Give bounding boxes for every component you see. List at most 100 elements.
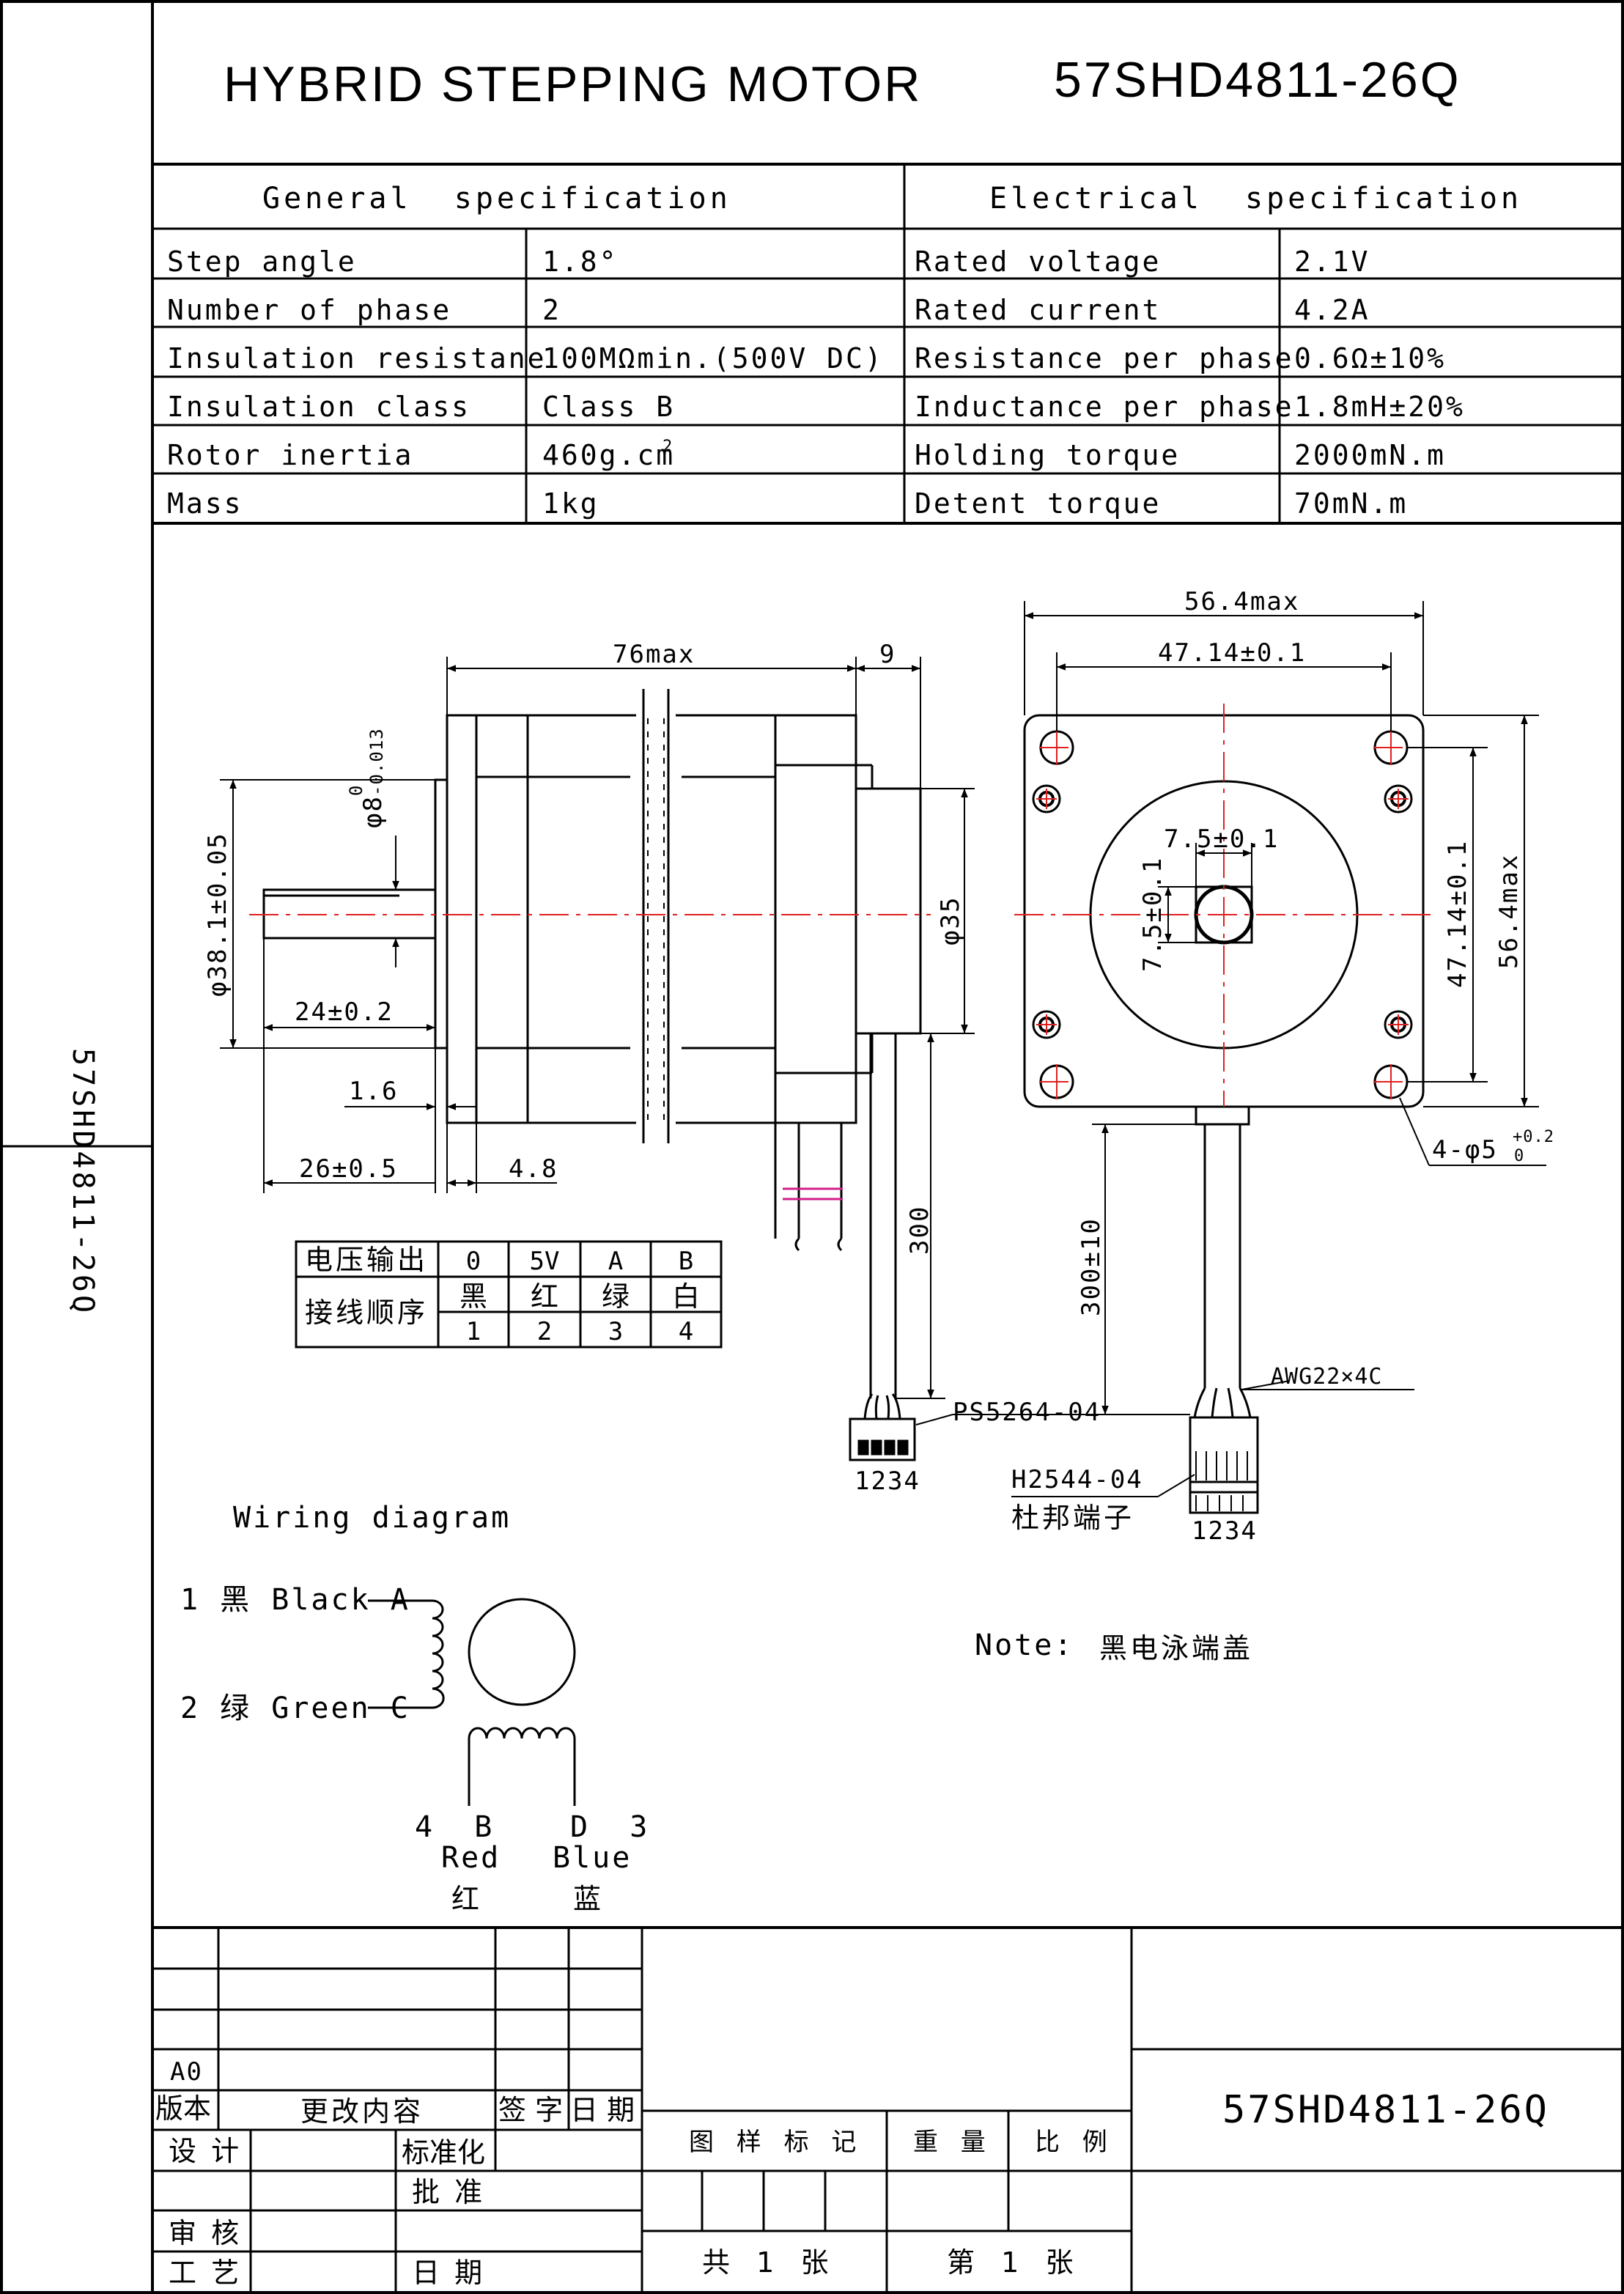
wiring-diagram: Wiring diagram 1 黑 Black A 2 绿 Green C 4… [180, 1501, 649, 1915]
dim-boss-dia: φ35 [936, 896, 965, 945]
rev-a0: A0 [170, 2057, 203, 2087]
wire-4-top: 4 B [415, 1810, 494, 1844]
tb-standardize: 标准化 [402, 2136, 485, 2169]
shaft-dia-lower: -0.013 [366, 728, 387, 796]
dim-outer-height: 56.4max [1494, 854, 1524, 969]
col-date: 日 期 [570, 2094, 635, 2126]
h-connector-label: H2544-04 [1011, 1465, 1143, 1494]
shaft-dia-base: φ8 [358, 795, 388, 828]
spec-g-label-5: Rotor inertia [167, 439, 413, 471]
dim-holes: 4-φ5 +0.2 0 [1432, 1128, 1554, 1165]
dim-shaft-flat: 24±0.2 [295, 997, 394, 1027]
spec-g-value-sup-5: 2 [662, 438, 672, 456]
spec-e-label-6: Detent torque [915, 487, 1161, 520]
tb-sheet-no: 第 1 张 [947, 2246, 1077, 2279]
h-connector-cn: 杜邦端子 [1011, 1502, 1134, 1534]
spec-e-value-1: 2.1V [1294, 246, 1370, 278]
title-block: A0 版本 更改内容 签 字 日 期 设 计 标准化 批 准 审 核 工 艺 日… [152, 1926, 1623, 2293]
cable-spec: AWG22×4C [1271, 1364, 1383, 1390]
spec-e-value-6: 70mN.m [1294, 487, 1408, 520]
spec-e-value-5: 2000mN.m [1294, 439, 1446, 471]
pin-volt-4: B [679, 1247, 693, 1276]
wire-3-en: Blue [553, 1841, 632, 1875]
col-change: 更改内容 [300, 2095, 424, 2128]
spec-g-value-5: 460g.cm [542, 439, 675, 471]
spec-g-value-2: 2 [542, 294, 561, 326]
shaft-dia-upper: 0 [346, 785, 366, 796]
note-label: Note: [975, 1629, 1074, 1662]
wire-3-cn: 蓝 [573, 1883, 604, 1915]
side-view-drawing: 76max 9 φ8 0 -0.013 φ38.1±0.05 24±0.2 1.… [203, 640, 1101, 1496]
spec-g-value-4: Class B [542, 391, 675, 423]
model-title: 57SHD4811-26Q [1054, 52, 1461, 108]
tb-weight: 重 量 [913, 2128, 993, 2157]
dim-key-v: 7.5±0.1 [1138, 857, 1167, 972]
tb-drawing-mark: 图 样 标 记 [689, 2128, 863, 2157]
dim-shaft-dia: φ8 0 -0.013 [346, 728, 388, 828]
tb-date: 日 期 [412, 2257, 485, 2289]
dim-lead-length: 300 [905, 1206, 934, 1255]
tb-model: 57SHD4811-26Q [1222, 2088, 1549, 2132]
pin-row-voltage-label: 电压输出 [305, 1244, 428, 1276]
side-model-label: 57SHD4811-26Q [66, 1048, 100, 1316]
spec-g-label-1: Step angle [167, 246, 357, 278]
tb-process: 工 艺 [169, 2257, 242, 2289]
col-sign: 签 字 [498, 2094, 563, 2126]
general-spec-header: General specification [262, 182, 731, 215]
pin-color-2: 红 [531, 1280, 558, 1313]
electrical-spec-header: Electrical specification [989, 182, 1522, 215]
dim-flange-thickness: 4.8 [509, 1154, 558, 1184]
spec-g-label-4: Insulation class [167, 391, 470, 423]
wire-3-top: D 3 [570, 1810, 649, 1844]
holes-upper: +0.2 [1513, 1128, 1554, 1146]
wire-4-cn: 红 [451, 1883, 482, 1915]
spec-e-label-1: Rated voltage [915, 246, 1161, 278]
tb-scale: 比 例 [1035, 2128, 1115, 2157]
dim-pilot-dia: φ38.1±0.05 [203, 832, 232, 997]
spec-g-label-6: Mass [167, 487, 243, 520]
spec-e-label-5: Holding torque [915, 439, 1180, 471]
dim-flange-step: 9 [879, 640, 896, 669]
spec-g-value-6: 1kg [542, 487, 599, 520]
spec-e-label-3: Resistance per phase [915, 342, 1294, 375]
front-view-drawing: 56.4max 47.14±0.1 47.14±0.1 56.4max 7.5±… [1011, 587, 1554, 1546]
spec-e-value-3: 0.6Ω±10% [1294, 342, 1446, 375]
col-version: 版本 [155, 2092, 211, 2125]
tb-approve: 批 准 [412, 2176, 485, 2208]
pin-volt-3: A [608, 1247, 623, 1276]
dim-length: 76max [613, 640, 695, 669]
dim-hole-spacing-v: 47.14±0.1 [1443, 840, 1472, 988]
pin-num-3: 3 [608, 1317, 623, 1346]
pin-row-order-label: 接线顺序 [305, 1297, 428, 1329]
pin-volt-1: 0 [466, 1247, 481, 1276]
dim-lead-length-tol: 300±10 [1077, 1217, 1106, 1316]
ps-connector-pins: 1234 [855, 1467, 920, 1496]
pin-num-2: 2 [537, 1317, 552, 1346]
product-title: HYBRID STEPPING MOTOR [224, 56, 922, 112]
spec-e-label-4: Inductance per phase [915, 391, 1294, 423]
tb-total-sheets: 共 1 张 [702, 2246, 832, 2279]
holes-base: 4-φ5 [1432, 1135, 1498, 1165]
spec-e-value-2: 4.2A [1294, 294, 1370, 326]
pin-num-1: 1 [466, 1317, 481, 1346]
spec-e-value-4: 1.8mH±20% [1294, 391, 1465, 423]
pin-volt-2: 5V [530, 1247, 560, 1276]
dim-key-h: 7.5±0.1 [1164, 825, 1279, 854]
pin-num-4: 4 [679, 1317, 693, 1346]
spec-e-label-2: Rated current [915, 294, 1161, 326]
spec-g-label-2: Number of phase [167, 294, 451, 326]
pin-color-4: 白 [672, 1280, 700, 1313]
h-connector-pins: 1234 [1192, 1516, 1258, 1546]
pin-color-3: 绿 [602, 1280, 630, 1313]
spec-g-label-3: Insulation resistane [167, 342, 547, 375]
ps-connector-label: PS5264-04 [953, 1398, 1101, 1427]
note-text: 黑电泳端盖 [1099, 1632, 1253, 1664]
dim-hole-spacing-h: 47.14±0.1 [1158, 638, 1306, 668]
wire-4-en: Red [441, 1841, 501, 1875]
spec-table: General specification Electrical specifi… [152, 164, 1623, 525]
tb-review: 审 核 [169, 2217, 242, 2249]
dim-pilot-height: 1.6 [349, 1077, 398, 1106]
